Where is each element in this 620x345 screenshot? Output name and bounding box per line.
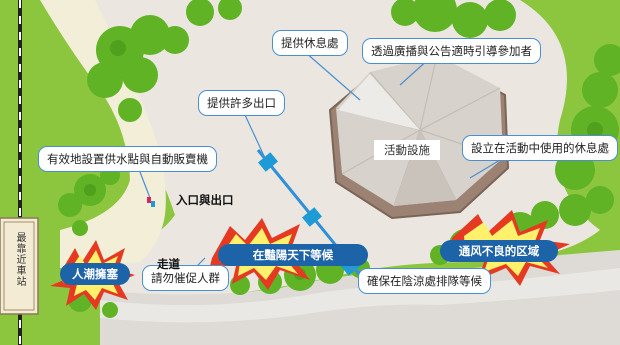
callout-venue-rest: 設立在活動中使用的休息處 — [462, 135, 618, 161]
outer-road-edge — [100, 268, 620, 323]
facility-building — [328, 54, 510, 220]
water-station-marker — [147, 197, 155, 207]
walkway-label: 走道 — [157, 257, 180, 271]
callout-rest-area: 提供休息處 — [272, 30, 348, 56]
station-label: 最靠近車站 — [14, 232, 25, 287]
callout-broadcast: 透過廣播與公告適時引導參加者 — [362, 38, 541, 64]
callout-multiple-exits: 提供許多出口 — [198, 90, 285, 116]
warning-poor-ventilation: 通风不良的区域 — [440, 240, 558, 262]
callout-shade-queue: 確保在陰涼處排隊等候 — [358, 268, 491, 294]
warning-crowded: 人潮擁塞 — [60, 263, 130, 285]
warning-sun-wait: 在豔陽天下等候 — [218, 244, 368, 266]
callout-water-vending: 有效地設置供水點與自動販賣機 — [38, 146, 217, 172]
entrance-exit-label: 入口與出口 — [176, 193, 234, 207]
station-building — [0, 217, 39, 315]
callout-no-rushing: 請勿催促人群 — [142, 265, 229, 291]
facility-label: 活動設施 — [374, 140, 440, 160]
walkway-path — [40, 0, 166, 268]
